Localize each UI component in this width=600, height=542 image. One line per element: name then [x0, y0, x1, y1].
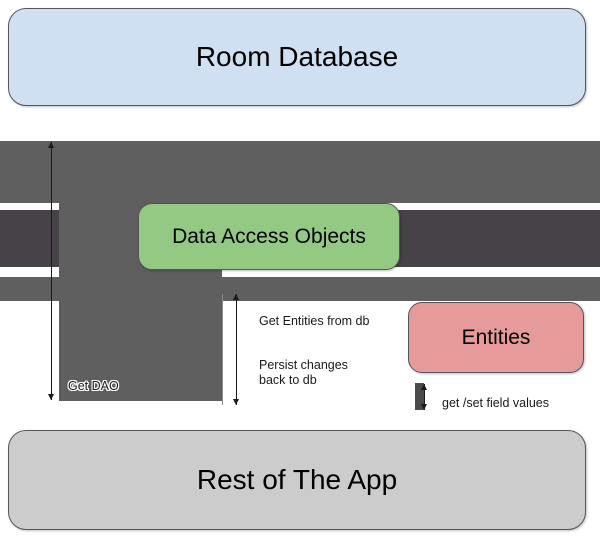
- background-column: [59, 141, 222, 401]
- connector-entities-db-arrow: [233, 294, 239, 405]
- connector-field-values-arrow: [421, 384, 427, 410]
- connector-label-persist-changes: Persist changes back to db: [259, 358, 348, 387]
- connector-field-values-block: [415, 383, 424, 410]
- node-room-database[interactable]: Room Database: [8, 8, 586, 106]
- connector-label-get-dao: Get DAO: [68, 379, 119, 393]
- connector-label-field-values: get /set field values: [442, 396, 550, 410]
- node-entities[interactable]: Entities: [408, 302, 584, 373]
- node-entities-label: Entities: [461, 325, 531, 349]
- connector-column-rule: [222, 294, 223, 405]
- node-rest-of-the-app[interactable]: Rest of The App: [8, 430, 586, 530]
- node-data-access-objects[interactable]: Data Access Objects: [138, 203, 400, 270]
- node-data-access-objects-label: Data Access Objects: [172, 224, 366, 248]
- connector-label-get-entities: Get Entities from db: [259, 314, 370, 328]
- connector-get-dao-arrow: [48, 142, 54, 400]
- node-room-database-label: Room Database: [195, 41, 399, 72]
- node-rest-of-the-app-label: Rest of The App: [196, 464, 398, 495]
